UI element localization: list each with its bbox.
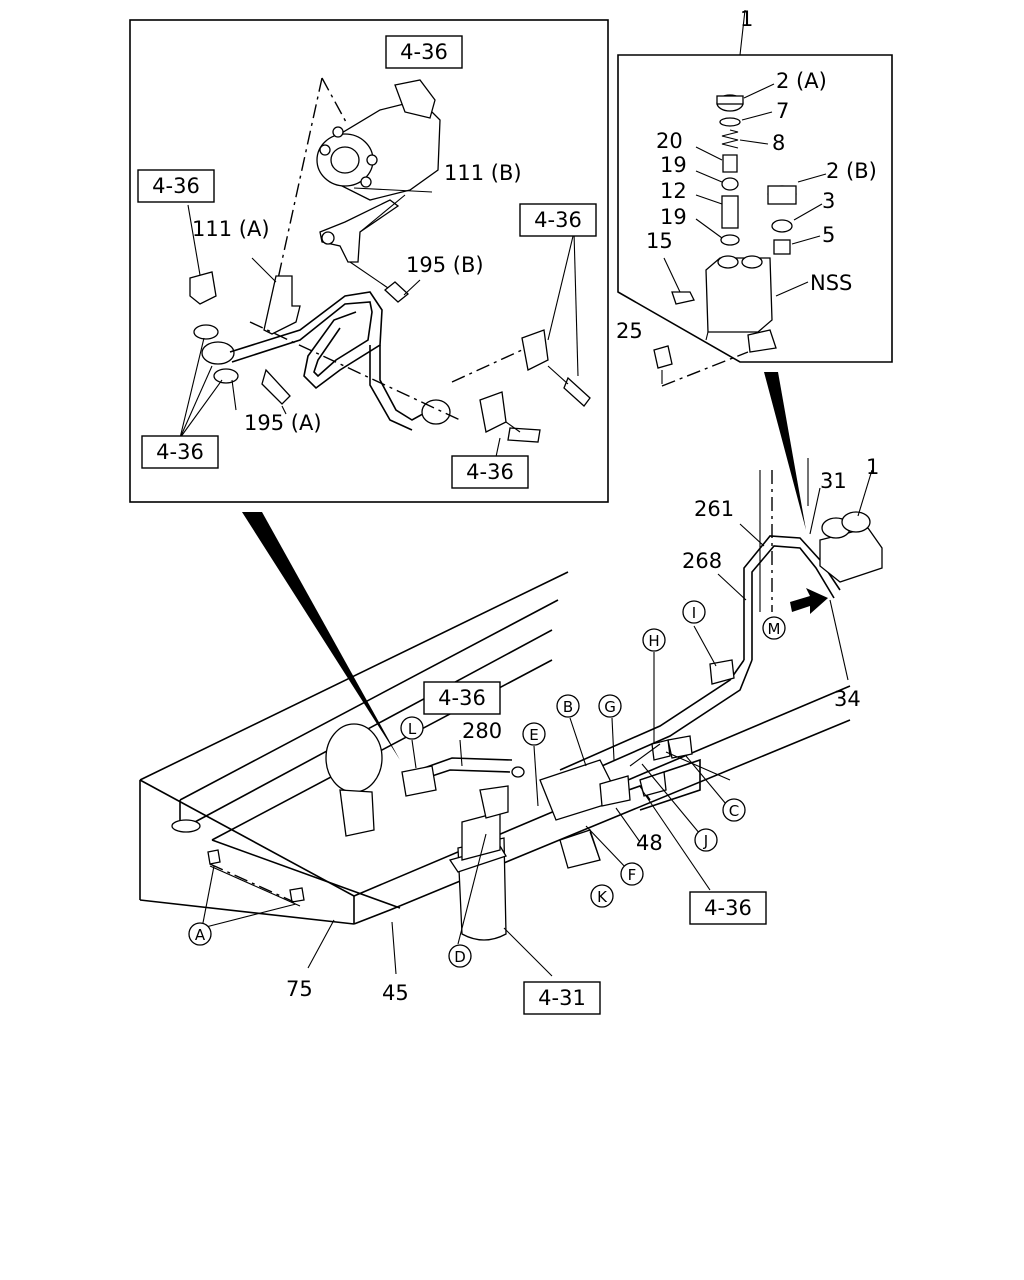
callout-pointer-right (764, 372, 806, 530)
part-number-labels: 1 2 (A) 7 8 20 19 12 19 15 2 (B) 3 5 NSS… (192, 7, 879, 1005)
svg-text:I: I (692, 604, 696, 622)
svg-text:A: A (195, 926, 206, 944)
ref-box-4-31: 4-31 (523, 981, 601, 1015)
ref-box-4-36-main-right: 4-36 (689, 891, 767, 925)
clamp-letter-E: E (522, 722, 546, 746)
svg-text:J: J (703, 832, 708, 850)
clamp-letter-A: A (188, 922, 212, 946)
part-number-48: 48 (636, 831, 663, 855)
clamp-letter-J: J (694, 828, 718, 852)
ref-box-4-36-left: 4-36 (137, 169, 215, 203)
svg-text:H: H (648, 632, 659, 650)
part-number-111a: 111 (A) (192, 217, 270, 241)
part-number-nss: NSS (810, 271, 852, 295)
part-number-19-upper: 19 (660, 153, 687, 177)
part-number-31: 31 (820, 469, 847, 493)
clamp-letter-L: L (400, 716, 424, 740)
ref-label: 4-36 (534, 208, 582, 232)
pump-detail-inset (129, 19, 609, 503)
clamp-letter-F: F (620, 862, 644, 886)
svg-text:F: F (628, 866, 637, 884)
part-number-7: 7 (776, 99, 789, 123)
svg-text:L: L (408, 720, 417, 738)
part-number-280: 280 (462, 719, 502, 743)
part-number-45: 45 (382, 981, 409, 1005)
part-number-15: 15 (646, 229, 673, 253)
svg-text:G: G (604, 698, 616, 716)
ref-box-4-36-top: 4-36 (385, 35, 463, 69)
callout-pointer-left (242, 512, 400, 760)
clamp-letter-H: H (642, 628, 666, 652)
svg-text:K: K (597, 888, 608, 906)
part-number-268: 268 (682, 549, 722, 573)
part-number-1-right: 1 (866, 455, 879, 479)
part-number-8: 8 (772, 131, 785, 155)
svg-text:M: M (768, 620, 781, 638)
leader-lines (201, 469, 873, 977)
clamp-letter-D: D (448, 944, 472, 968)
svg-text:C: C (729, 802, 739, 820)
reservoir-detail-inset (617, 9, 893, 387)
ref-label: 4-36 (400, 40, 448, 64)
svg-text:E: E (529, 726, 538, 744)
ref-label: 4-36 (438, 686, 486, 710)
svg-text:B: B (563, 698, 573, 716)
clamp-letter-C: C (722, 798, 746, 822)
ref-box-4-36-bottom-right-inset: 4-36 (451, 455, 529, 489)
ref-label: 4-36 (156, 440, 204, 464)
part-number-195b: 195 (B) (406, 253, 484, 277)
ref-box-4-36-right-inset: 4-36 (519, 203, 597, 237)
part-number-20: 20 (656, 129, 683, 153)
ref-box-4-36-main-left: 4-36 (423, 681, 501, 715)
part-number-261: 261 (694, 497, 734, 521)
ref-label: 4-31 (538, 986, 586, 1010)
steering-lines (401, 458, 883, 869)
part-number-3: 3 (822, 189, 835, 213)
ref-label: 4-36 (152, 174, 200, 198)
svg-text:D: D (454, 948, 466, 966)
ref-label: 4-36 (704, 896, 752, 920)
part-number-195a: 195 (A) (244, 411, 322, 435)
clamp-letter-B: B (556, 694, 580, 718)
clamp-letter-K: K (590, 884, 614, 908)
power-steering-pump (316, 79, 441, 201)
clamp-letter-G: G (598, 694, 622, 718)
part-number-12: 12 (660, 179, 687, 203)
part-number-111b: 111 (B) (444, 161, 522, 185)
part-number-25: 25 (616, 319, 643, 343)
part-number-5: 5 (822, 223, 835, 247)
arrow-icon (790, 588, 828, 614)
ref-label: 4-36 (466, 460, 514, 484)
part-number-19-lower: 19 (660, 205, 687, 229)
part-number-2a: 2 (A) (776, 69, 827, 93)
part-number-2b: 2 (B) (826, 159, 877, 183)
clamp-letter-M: M (762, 616, 786, 640)
part-number-75: 75 (286, 977, 313, 1001)
ref-box-4-36-bottom-left-inset: 4-36 (141, 435, 219, 469)
part-number-1-top: 1 (740, 7, 753, 31)
part-number-34: 34 (834, 687, 861, 711)
clamp-letter-I: I (682, 600, 706, 624)
tank-assembly (325, 723, 509, 941)
